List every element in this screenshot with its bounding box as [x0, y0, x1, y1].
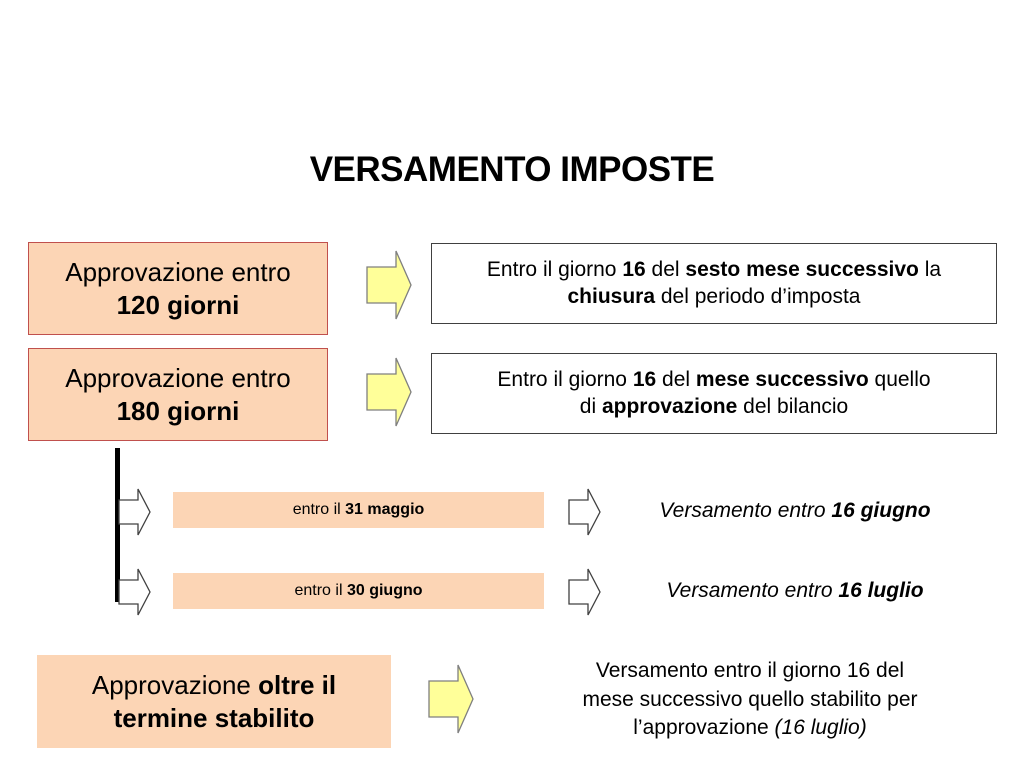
right-arrow-yellow-icon [366, 357, 412, 427]
right-arrow-icon [118, 488, 151, 536]
deadline-180-box: Entro il giorno 16 del mese successivo q… [431, 353, 997, 434]
deadline-180-line1: Entro il giorno 16 del mese successivo q… [497, 368, 931, 392]
beyond-payment-line3: l’approvazione (16 luglio) [633, 716, 867, 740]
june-30-label: entro il 30 giugno [294, 582, 423, 599]
june-30-box: entro il 30 giugno [173, 573, 544, 609]
page-title: VERSAMENTO IMPOSTE [309, 150, 715, 189]
branch-line [115, 448, 120, 602]
approval-beyond-line1: Approvazione oltre il [91, 670, 337, 700]
deadline-120-box: Entro il giorno 16 del sesto mese succes… [431, 243, 997, 324]
deadline-120-line1: Entro il giorno 16 del sesto mese succes… [486, 258, 942, 282]
approval-120-box: Approvazione entro 120 giorni [28, 242, 328, 335]
deadline-180-line2: di approvazione del bilancio [579, 394, 849, 418]
approval-180-line1: Approvazione entro [65, 363, 291, 393]
approval-180-box: Approvazione entro 180 giorni [28, 348, 328, 441]
right-arrow-yellow-icon [428, 664, 474, 734]
approval-beyond-line2: termine stabilito [113, 702, 315, 733]
right-arrow-icon [118, 568, 151, 616]
beyond-payment-text: Versamento entro il giorno 16 del mese s… [520, 648, 980, 752]
beyond-payment-line1: Versamento entro il giorno 16 del [595, 659, 905, 683]
deadline-120-line2: chiusura del periodo d’imposta [567, 284, 861, 308]
approval-120-days: 120 giorni [116, 289, 240, 320]
approval-beyond-box: Approvazione oltre il termine stabilito [37, 655, 391, 748]
june-16-payment-text: Versamento entro 16 giugno [659, 498, 931, 522]
right-arrow-yellow-icon [366, 250, 412, 320]
may-31-label: entro il 31 maggio [292, 501, 425, 518]
beyond-payment-line2: mese successivo quello stabilito per [582, 687, 918, 711]
approval-120-line1: Approvazione entro [65, 257, 291, 287]
approval-180-days: 180 giorni [116, 395, 240, 426]
may-31-box: entro il 31 maggio [173, 492, 544, 528]
right-arrow-icon [568, 488, 601, 536]
right-arrow-icon [568, 568, 601, 616]
july-16-payment-text: Versamento entro 16 luglio [666, 578, 924, 602]
